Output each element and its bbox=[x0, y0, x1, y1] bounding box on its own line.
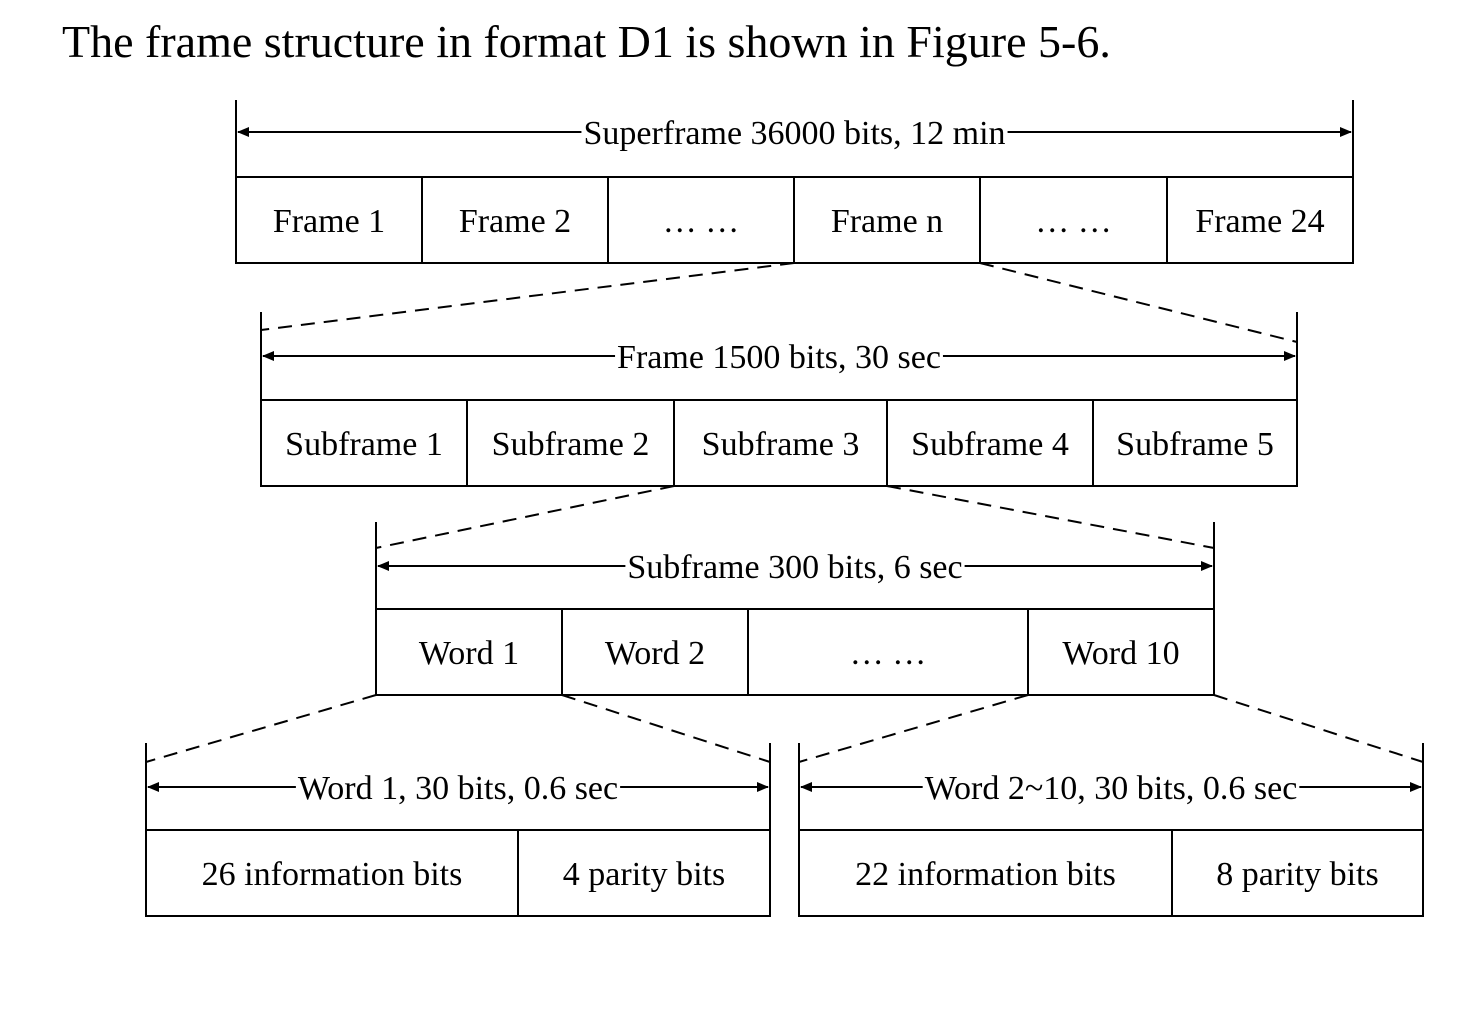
cell-label: … … bbox=[663, 203, 740, 240]
cell-label: 4 parity bits bbox=[563, 856, 725, 893]
cell-box bbox=[607, 176, 795, 264]
cell-box bbox=[235, 176, 423, 264]
span-label: Superframe 36000 bits, 12 min bbox=[583, 115, 1005, 152]
cell-label: 22 information bits bbox=[855, 856, 1116, 893]
cell-label: Subframe 2 bbox=[492, 426, 650, 463]
cell-box bbox=[673, 399, 888, 487]
span-label: Word 2~10, 30 bits, 0.6 sec bbox=[925, 770, 1298, 807]
caption-text: The frame structure in format D1 is show… bbox=[62, 16, 1111, 67]
cell-label: … … bbox=[1035, 203, 1112, 240]
cell-box bbox=[1092, 399, 1298, 487]
span-label: Word 1, 30 bits, 0.6 sec bbox=[298, 770, 618, 807]
cell-word1-2: 4 parity bits bbox=[517, 829, 771, 917]
expansion-connector-dashed bbox=[375, 485, 675, 549]
cell-box bbox=[260, 399, 468, 487]
cell-superframe-2: Frame 2 bbox=[421, 176, 609, 264]
cell-label: Subframe 5 bbox=[1116, 426, 1274, 463]
cell-label: Subframe 4 bbox=[911, 426, 1069, 463]
cell-word2to10-1: 22 information bits bbox=[798, 829, 1173, 917]
cell-box bbox=[793, 176, 981, 264]
cell-label: Frame 1 bbox=[273, 203, 385, 240]
cell-label: Frame 2 bbox=[459, 203, 571, 240]
cell-frame-4: Subframe 4 bbox=[886, 399, 1094, 487]
cell-subframe-3: … … bbox=[747, 608, 1029, 696]
expansion-connector-dashed bbox=[260, 262, 795, 331]
cell-word2to10-2: 8 parity bits bbox=[1171, 829, 1424, 917]
cell-subframe-1: Word 1 bbox=[375, 608, 563, 696]
expansion-connector-dashed bbox=[1213, 694, 1424, 763]
cell-label: Subframe 1 bbox=[285, 426, 443, 463]
expansion-connector-dashed bbox=[561, 694, 771, 763]
cell-label: Frame n bbox=[831, 203, 943, 240]
cell-label: Frame 24 bbox=[1195, 203, 1324, 240]
cell-frame-2: Subframe 2 bbox=[466, 399, 675, 487]
cell-superframe-4: Frame n bbox=[793, 176, 981, 264]
cell-label: 26 information bits bbox=[202, 856, 463, 893]
cell-superframe-6: Frame 24 bbox=[1166, 176, 1354, 264]
cell-box bbox=[886, 399, 1094, 487]
cell-box bbox=[979, 176, 1168, 264]
cell-box bbox=[561, 608, 749, 696]
cell-label: Subframe 3 bbox=[702, 426, 860, 463]
cell-label: Word 2 bbox=[605, 635, 705, 672]
level-word2to10: Word 2~10, 30 bits, 0.6 sec 22 informatio… bbox=[798, 743, 1424, 917]
cell-frame-1: Subframe 1 bbox=[260, 399, 468, 487]
cell-box bbox=[375, 608, 563, 696]
cell-frame-5: Subframe 5 bbox=[1092, 399, 1298, 487]
cell-box bbox=[421, 176, 609, 264]
cell-label: 8 parity bits bbox=[1216, 856, 1378, 893]
cell-superframe-3: … … bbox=[607, 176, 795, 264]
cell-box bbox=[1171, 829, 1424, 917]
cell-superframe-5: … … bbox=[979, 176, 1168, 264]
cell-box bbox=[1027, 608, 1215, 696]
span-label: Subframe 300 bits, 6 sec bbox=[627, 549, 962, 586]
cell-box bbox=[1166, 176, 1354, 264]
cell-label: Word 1 bbox=[419, 635, 519, 672]
cell-box bbox=[798, 829, 1173, 917]
cell-word1-1: 26 information bits bbox=[145, 829, 519, 917]
expansion-connector-dashed bbox=[886, 485, 1215, 549]
cell-label: … … bbox=[850, 635, 927, 672]
span-label: Frame 1500 bits, 30 sec bbox=[617, 339, 941, 376]
expansion-connector-dashed bbox=[145, 694, 377, 763]
cell-box bbox=[517, 829, 771, 917]
cell-label: Word 10 bbox=[1062, 635, 1179, 672]
cell-frame-3: Subframe 3 bbox=[673, 399, 888, 487]
level-word1: Word 1, 30 bits, 0.6 sec 26 information b… bbox=[145, 743, 771, 917]
cell-subframe-4: Word 10 bbox=[1027, 608, 1215, 696]
cell-box bbox=[747, 608, 1029, 696]
expansion-connector-dashed bbox=[798, 694, 1029, 763]
expansion-connector-dashed bbox=[979, 262, 1298, 343]
cell-subframe-2: Word 2 bbox=[561, 608, 749, 696]
cell-superframe-1: Frame 1 bbox=[235, 176, 423, 264]
